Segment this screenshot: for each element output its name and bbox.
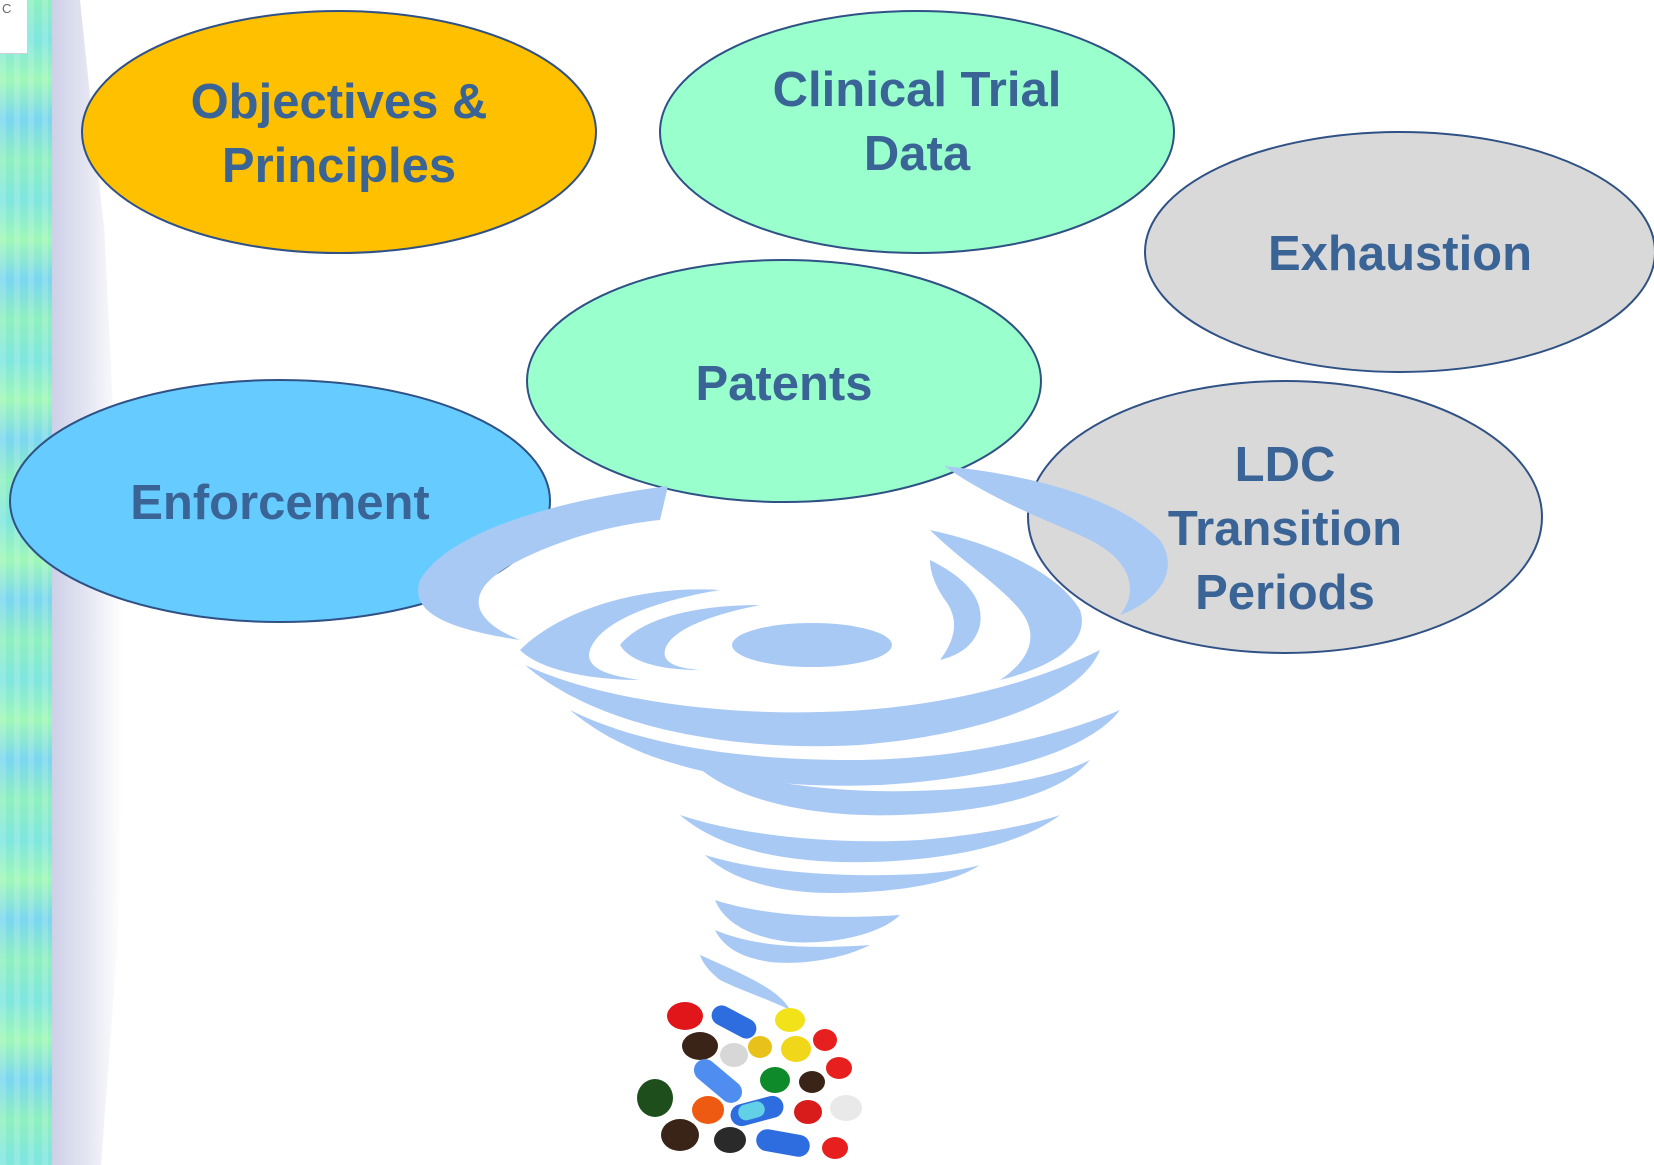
corner-tab: C: [0, 0, 28, 54]
node-ldc-line2: Transition: [1168, 502, 1402, 556]
tornado-icon: [418, 466, 1168, 1010]
node-enforcement-oval: [9, 379, 551, 623]
node-exhaustion-oval: [1144, 131, 1654, 373]
node-objectives: Objectives & Principles: [81, 10, 597, 254]
node-exhaustion: Exhaustion: [1144, 131, 1654, 373]
node-patents-oval: [526, 259, 1042, 503]
node-ldc-line1: LDC: [1235, 438, 1336, 492]
node-objectives-line2: Principles: [222, 139, 456, 193]
node-exhaustion-line1: Exhaustion: [1268, 227, 1532, 281]
node-clinical-line2: Data: [864, 127, 971, 181]
node-clinical: Clinical Trial Data: [659, 10, 1175, 254]
left-decorative-strip: [0, 0, 52, 1165]
pills-image: [637, 1002, 862, 1159]
node-clinical-oval: [659, 10, 1175, 254]
node-objectives-line1: Objectives &: [191, 75, 488, 129]
node-enforcement-line1: Enforcement: [130, 476, 430, 530]
node-objectives-oval: [81, 10, 597, 254]
node-patents: Patents: [526, 259, 1042, 503]
node-patents-line1: Patents: [695, 357, 872, 411]
node-enforcement: Enforcement: [9, 379, 551, 623]
node-clinical-line1: Clinical Trial: [773, 63, 1062, 117]
node-ldc-line3: Periods: [1195, 566, 1375, 620]
